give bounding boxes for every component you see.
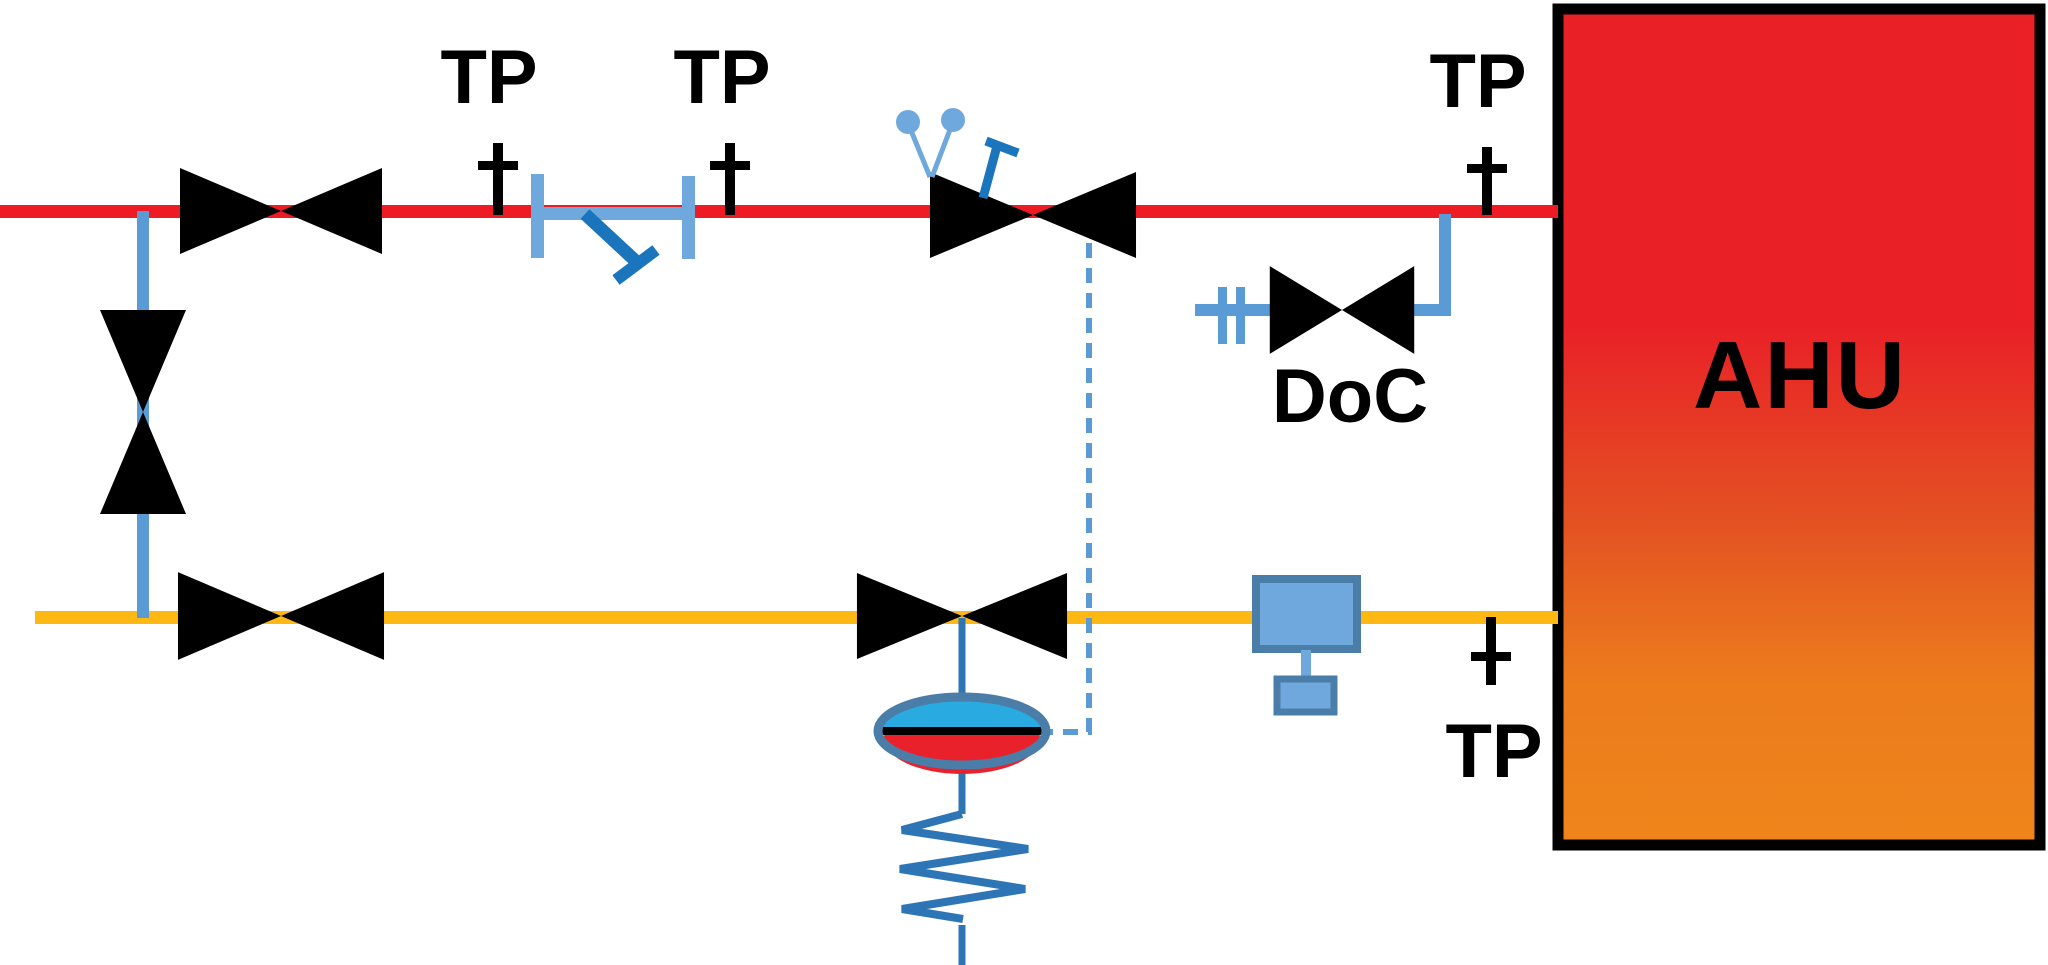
test-point-icon <box>1482 147 1492 215</box>
test-point-crossbar <box>478 161 518 170</box>
pt-plug-icon <box>941 108 965 132</box>
drain-pipe-riser <box>1439 214 1451 316</box>
test-point-crossbar <box>710 161 750 170</box>
bypass-valve <box>100 309 186 515</box>
drain-cock-label: DoC <box>1272 354 1428 439</box>
supply-pipe-hot <box>0 205 1558 218</box>
control-signal-line <box>1012 243 1092 735</box>
tp-label-strainer-outlet: TP <box>673 35 770 120</box>
commissioning-valve-fittings <box>896 108 1020 200</box>
supply-commissioning-valve <box>929 172 1137 258</box>
tp-label-strainer-inlet: TP <box>440 35 537 120</box>
return-pipe <box>35 611 1558 624</box>
test-points <box>478 143 1511 685</box>
drain-pipe-left <box>1195 304 1275 316</box>
regulator-ring <box>873 692 1051 770</box>
strainer-leg-cap <box>612 245 660 285</box>
supply-isolation-valve <box>180 168 382 254</box>
ahu-box <box>1552 3 2046 851</box>
dp-regulator-icon <box>873 692 1051 774</box>
pt-plug-stem <box>907 127 933 178</box>
capped-end-icon <box>1236 287 1245 344</box>
pt-plug-icon <box>896 110 920 134</box>
test-point-icon <box>493 143 503 215</box>
capped-end-icon <box>1218 287 1227 344</box>
test-point-icon <box>1486 617 1496 685</box>
strainer-body-line <box>531 207 695 220</box>
valve-handle-bar <box>984 136 1020 158</box>
strainer <box>531 174 695 285</box>
test-point-crossbar <box>1467 164 1507 173</box>
regulator-upper-chamber <box>882 700 1042 731</box>
strainer-leg <box>580 209 646 271</box>
pt-plug-stem <box>929 126 954 178</box>
valve-handle-stem <box>978 144 1002 200</box>
return-isolation-valve <box>177 572 385 660</box>
drain-cock-valve <box>1269 266 1415 354</box>
sensor-icon <box>1252 575 1361 716</box>
sensor-stem <box>1301 650 1311 678</box>
test-point-crossbar <box>1471 652 1511 661</box>
sensor-display <box>1273 675 1338 716</box>
tp-label-supply-ahu: TP <box>1429 39 1526 124</box>
ahu-label: AHU <box>1693 322 1907 429</box>
sensor-body <box>1252 575 1361 653</box>
test-point-icon <box>725 143 735 215</box>
tp-label-return-ahu: TP <box>1445 709 1542 794</box>
regulator-diaphragm <box>879 727 1047 735</box>
spring-icon <box>899 810 1029 923</box>
drain-cock-assembly: DoC <box>1195 214 1451 439</box>
